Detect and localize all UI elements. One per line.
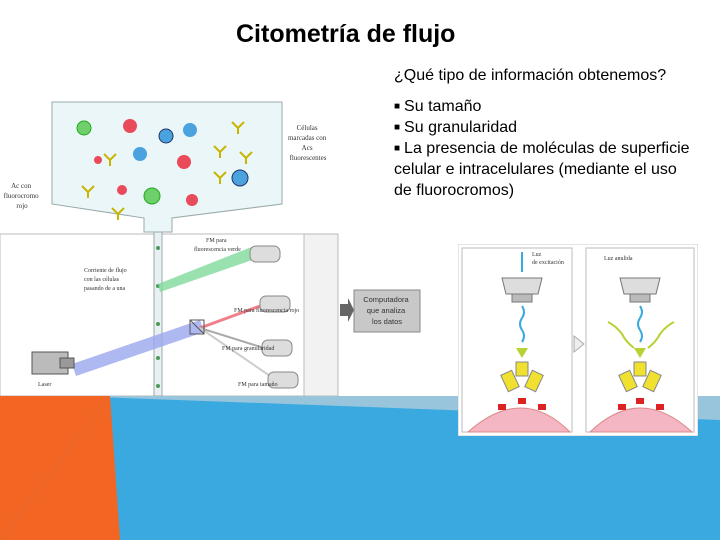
flow-cytometer-diagram: Células marcadas con Acs fluorescentes A…	[0, 96, 340, 396]
detector-granularity	[261, 339, 293, 357]
cell-funnel	[51, 101, 283, 233]
bullet-list: ■Su tamaño ■Su granularidad ■La presenci…	[394, 96, 694, 201]
computer-box	[353, 289, 421, 333]
detector-green	[249, 245, 281, 263]
fm-green-label: FM para fluorescencia verde	[194, 238, 241, 253]
green-beam	[158, 246, 258, 292]
bullet-icon: ■	[394, 143, 401, 154]
flow-channel	[153, 231, 163, 396]
fm-granularity-label: FM para granularidad	[222, 346, 274, 352]
cells-label: Células marcadas con Acs fluorescentes	[288, 124, 328, 162]
computer-block: Computadora que analiza los datos	[340, 289, 421, 333]
slide-title: Citometría de flujo	[236, 20, 456, 48]
orange-shape-lower	[0, 396, 120, 540]
bullet-icon: ■	[394, 101, 401, 112]
panel-excitation: Luz de excitación	[461, 247, 573, 433]
antibodies-group	[81, 121, 253, 220]
panel-emission: Luz anulida	[585, 247, 695, 433]
detector-red	[259, 295, 291, 313]
bullet-item: ■Su tamaño	[394, 98, 482, 115]
excitation-label: Luz de excitación	[532, 252, 564, 266]
antibody-label: Ac con fluorocromo rojo	[4, 182, 41, 210]
bullet-item: ■Su granularidad	[394, 119, 518, 136]
fm-red-label: FM para fluorescencia rojo	[234, 307, 299, 314]
blue-beam	[72, 320, 204, 376]
computer-label: Computadora que analiza los datos	[363, 295, 411, 326]
fm-size-label: FM para tamaño	[238, 382, 278, 388]
detector-size	[267, 371, 299, 389]
flow-label: Corriente de flujo con las células pasan…	[84, 267, 128, 292]
arrow-icon	[340, 298, 354, 322]
bullet-item: ■La presencia de moléculas de superficie…	[394, 140, 690, 199]
transition-arrow-icon	[573, 334, 585, 354]
emission-label: Luz anulida	[604, 256, 633, 262]
laser-label: Laser	[38, 382, 51, 388]
cells-group	[76, 119, 249, 206]
fluorescence-diagram: Luz de excitación Luz anulida	[458, 244, 698, 436]
bullet-icon: ■	[394, 122, 401, 133]
slide-question: ¿Qué tipo de información obtenemos?	[394, 67, 667, 84]
